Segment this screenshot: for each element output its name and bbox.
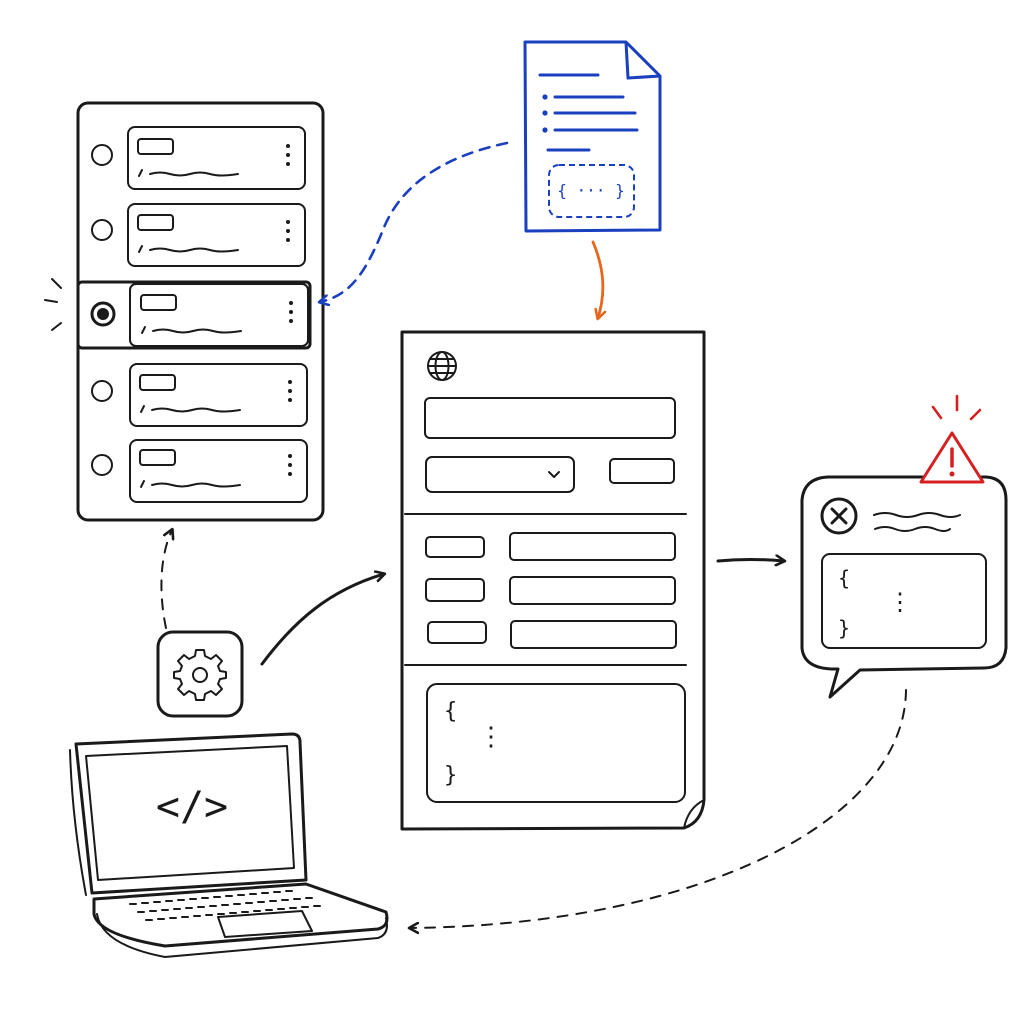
form-sheet (400, 330, 706, 831)
radio-button-checked[interactable] (90, 301, 116, 327)
error-brace-close: } (838, 616, 850, 640)
row-squiggle (141, 326, 242, 334)
body-brace-close: } (444, 763, 457, 788)
dashed-arrow-settings-to-server (160, 530, 172, 629)
server-row[interactable] (91, 126, 306, 190)
laptop-screen (85, 745, 295, 881)
row-card[interactable] (129, 363, 308, 427)
laptop-keyboard (129, 890, 321, 921)
kebab-menu-icon[interactable] (289, 301, 293, 323)
row-label-pill (140, 294, 177, 311)
warning-triangle-icon (919, 394, 985, 484)
black-arrow-settings-to-form (260, 574, 384, 666)
server-row[interactable] (91, 363, 308, 427)
error-message-squiggle (874, 526, 951, 532)
radio-button[interactable] (91, 219, 113, 241)
laptop-lid (74, 732, 308, 895)
orange-arrow (591, 240, 603, 318)
row-squiggle (140, 480, 241, 488)
server-row[interactable] (91, 203, 306, 267)
form-curl (683, 799, 705, 829)
json-snippet-text: { ··· } (557, 181, 624, 200)
settings-tile-frame (156, 630, 244, 718)
method-select[interactable] (425, 456, 575, 493)
code-symbol: </> (156, 784, 228, 830)
send-button[interactable] (609, 458, 675, 484)
body-dots: ⋮ (478, 722, 504, 752)
url-input[interactable] (424, 397, 676, 439)
row-squiggle (138, 169, 239, 177)
server-list (44, 101, 325, 522)
radio-button[interactable] (91, 144, 113, 166)
param-value-field[interactable] (510, 620, 677, 649)
json-document: { ··· } (523, 40, 662, 233)
gear-icon (173, 649, 227, 701)
param-key-field[interactable] (425, 578, 485, 602)
param-key-field[interactable] (427, 621, 487, 644)
bubble-outline (800, 475, 1008, 699)
settings-tile[interactable] (156, 630, 244, 718)
selected-row-band (76, 280, 312, 350)
globe-icon (427, 351, 457, 381)
error-body-box (821, 553, 987, 649)
error-message-squiggle (873, 512, 961, 518)
param-value-field[interactable] (509, 576, 676, 605)
radio-button-dot (97, 308, 109, 320)
row-squiggle (138, 245, 239, 253)
row-squiggle (140, 405, 241, 413)
error-brace-open: { (838, 566, 850, 590)
row-label-pill (139, 449, 176, 466)
laptop: </> (69, 732, 389, 958)
dashed-arrow-error-to-laptop (410, 689, 907, 928)
radio-button[interactable] (91, 454, 113, 476)
kebab-menu-icon[interactable] (286, 144, 290, 166)
highlight-spark-lines (44, 278, 62, 331)
document-outline (523, 40, 662, 233)
request-form: { ⋮ } (400, 330, 706, 831)
radio-button[interactable] (91, 380, 113, 402)
server-row[interactable] (91, 439, 308, 503)
request-body-editor[interactable] (426, 683, 686, 803)
chevron-down-icon (548, 471, 560, 478)
kebab-menu-icon[interactable] (288, 380, 292, 402)
server-row-selected[interactable] (44, 278, 312, 350)
close-circle-icon[interactable] (820, 497, 858, 535)
row-label-pill (139, 374, 176, 391)
row-label-pill (137, 138, 174, 155)
param-value-field[interactable] (509, 532, 676, 561)
row-card[interactable] (129, 439, 308, 503)
kebab-menu-icon[interactable] (288, 454, 292, 476)
row-card[interactable] (127, 203, 306, 267)
row-card[interactable] (129, 283, 309, 347)
error-dots: ⋮ (888, 588, 912, 616)
black-arrow-to-error (716, 560, 784, 562)
error-response-bubble: { ⋮ } (800, 394, 1008, 699)
row-card[interactable] (127, 126, 306, 190)
param-key-field[interactable] (425, 536, 485, 558)
json-snippet-box (548, 164, 635, 218)
kebab-menu-icon[interactable] (286, 220, 290, 242)
document-dog-ear (624, 41, 661, 80)
blue-dashed-arrow (320, 141, 509, 302)
row-label-pill (137, 214, 174, 231)
laptop-trackpad (217, 910, 313, 938)
body-brace-open: { (444, 699, 457, 724)
